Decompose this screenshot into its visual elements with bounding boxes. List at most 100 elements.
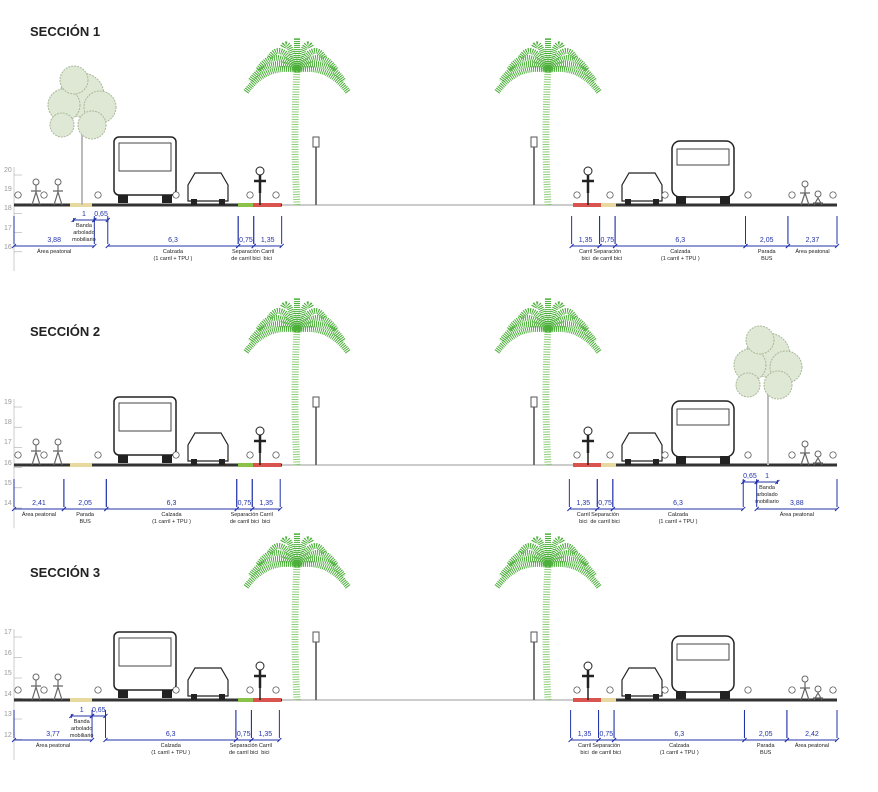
reference-marker-icon xyxy=(788,191,796,199)
reference-marker-icon xyxy=(94,686,102,694)
reference-marker-icon xyxy=(744,191,752,199)
street-lamp-icon xyxy=(312,631,320,700)
tick-mark xyxy=(279,243,285,249)
palm-trunk xyxy=(542,564,552,701)
reference-marker-icon xyxy=(788,451,796,459)
tick-mark xyxy=(249,506,255,512)
bike-separator-band xyxy=(238,463,253,467)
bike-separator-band xyxy=(238,203,253,207)
palm-frond xyxy=(294,536,315,566)
dimension-line xyxy=(89,713,108,719)
cyclist-icon xyxy=(254,166,266,205)
dimension-value: 1,35 xyxy=(260,237,275,244)
elevation-label: 16 xyxy=(4,243,12,251)
elevation-label: 20 xyxy=(4,167,12,174)
lamp-head xyxy=(312,396,320,408)
dimension-label: Separación de carril bici xyxy=(592,249,622,262)
tick-mark xyxy=(784,737,790,743)
palm-tree-icon xyxy=(494,530,602,701)
elevation-label: 17 xyxy=(4,629,12,636)
palm-frond xyxy=(294,41,315,71)
tick-mark xyxy=(742,737,747,743)
tick-mark xyxy=(68,713,74,719)
bus-icon xyxy=(113,631,177,698)
pedestrian-icon xyxy=(800,440,810,466)
dimension-label: Área peatonal xyxy=(37,249,72,255)
dimension-label: Área peatonal xyxy=(21,512,57,518)
palm-frond xyxy=(243,65,298,94)
dimension-value: 3,88 xyxy=(790,500,804,507)
dimension-label: Banda arbolado mobiliario xyxy=(69,719,94,739)
palm-frond xyxy=(296,65,351,94)
van-window xyxy=(676,148,730,166)
reference-marker-icon xyxy=(829,451,837,459)
cyclist-head xyxy=(583,661,593,671)
palm-frond xyxy=(498,321,550,344)
palm-frond xyxy=(547,65,602,94)
palm-frond xyxy=(295,556,347,579)
palm-frond xyxy=(546,556,598,579)
palm-frond xyxy=(545,41,566,71)
bike-separator-band xyxy=(601,463,616,467)
van-icon xyxy=(671,140,735,204)
palm-frond xyxy=(517,543,551,567)
dimension-value: 0,75 xyxy=(599,731,614,738)
palm-frond xyxy=(530,536,551,566)
palm-frond xyxy=(255,54,300,73)
tick-mark xyxy=(103,506,109,512)
dimension-value: 1,35 xyxy=(258,731,273,738)
tree-band xyxy=(70,463,92,467)
reference-marker-icon xyxy=(172,191,180,199)
tick-mark xyxy=(612,243,618,249)
dimension-line xyxy=(251,216,285,249)
cyclist-icon xyxy=(582,166,594,205)
reference-marker-icon xyxy=(573,451,581,459)
dimension-line xyxy=(784,710,840,743)
tree-foliage xyxy=(745,325,775,355)
dimension-label: Carril bici xyxy=(261,249,275,262)
reference-marker-icon xyxy=(172,451,180,459)
person-body xyxy=(31,680,41,701)
van-icon xyxy=(671,400,735,464)
dimension-value: 2,05 xyxy=(758,731,773,738)
palm-frond xyxy=(547,325,602,354)
person-head xyxy=(54,673,62,681)
person-body xyxy=(53,445,63,466)
bus-icon xyxy=(113,396,177,463)
palm-frond xyxy=(494,65,549,94)
lamp-head xyxy=(312,136,320,148)
person-body xyxy=(813,197,823,206)
reference-marker-icon xyxy=(14,451,22,459)
cyclist-icon xyxy=(254,426,266,465)
van-icon xyxy=(671,635,735,699)
pedestrian-icon xyxy=(53,178,63,206)
palm-frond xyxy=(517,48,551,72)
bike-lane-band xyxy=(573,203,601,207)
dimension-value: 1,35 xyxy=(577,731,592,738)
palm-frond xyxy=(247,321,299,344)
car-wheel xyxy=(653,199,659,205)
person-body xyxy=(53,185,63,206)
tick-mark xyxy=(740,479,746,485)
dimension-value: 0,75 xyxy=(600,237,615,244)
tick-mark xyxy=(740,506,746,512)
person-body xyxy=(800,187,810,206)
car-wheel xyxy=(219,459,225,465)
dimension-label: Banda arbolado mobiliario xyxy=(755,485,779,505)
street-lamp-icon xyxy=(312,136,320,205)
car-wheel xyxy=(191,199,197,205)
lamp-head xyxy=(530,631,538,643)
person-body xyxy=(813,457,823,466)
tick-mark xyxy=(611,737,617,743)
bus-wheel xyxy=(118,690,128,698)
elevation-label: 14 xyxy=(4,500,12,507)
tick-mark xyxy=(597,243,602,249)
dimension-value: 0,75 xyxy=(598,500,612,507)
dimension-value: 2,41 xyxy=(32,500,46,507)
person-body xyxy=(800,682,810,701)
street-lamp-icon xyxy=(312,396,320,465)
reference-marker-icon xyxy=(246,191,254,199)
palm-trunk xyxy=(291,69,301,206)
palm-trunk xyxy=(542,329,552,466)
tick-mark xyxy=(61,506,67,512)
